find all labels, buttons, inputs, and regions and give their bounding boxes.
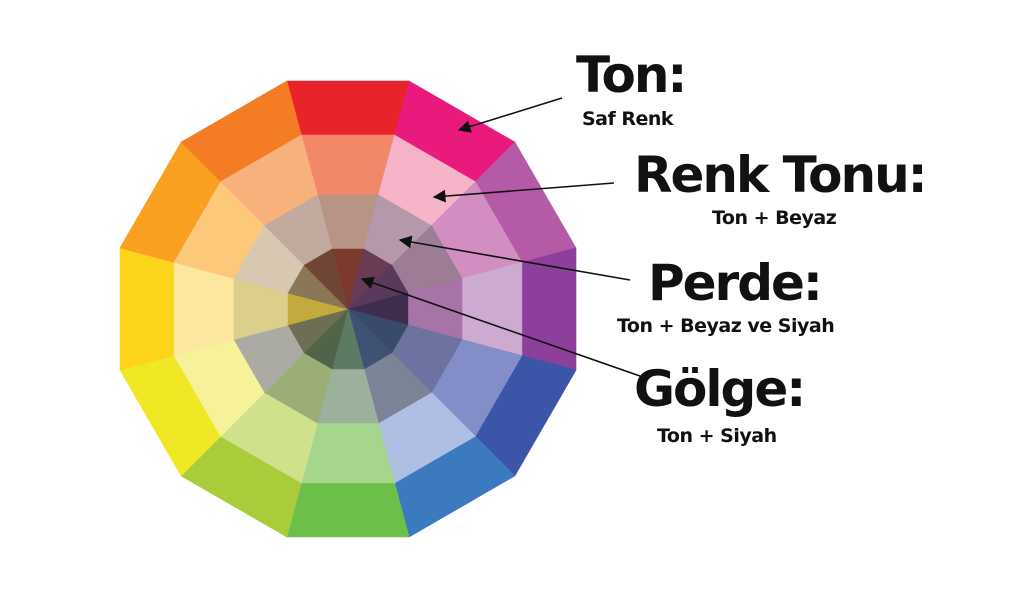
- label-perde-title: Perde:: [648, 254, 823, 312]
- label-renk-tonu-title: Renk Tonu:: [634, 146, 928, 204]
- label-renk-tonu-subtitle: Ton + Beyaz: [712, 207, 837, 229]
- arrows: [360, 97, 641, 377]
- label-perde-subtitle: Ton + Beyaz ve Siyah: [617, 315, 835, 337]
- arrow-ton: [457, 97, 563, 133]
- label-golge-subtitle: Ton + Siyah: [657, 425, 777, 447]
- wheel-segments: [119, 80, 577, 538]
- label-ton-subtitle: Saf Renk: [582, 108, 674, 130]
- label-ton-title: Ton:: [576, 46, 687, 104]
- arrow-perde: [398, 235, 631, 281]
- label-golge-title: Gölge:: [634, 360, 806, 418]
- wheel-segment-pure-9: [119, 247, 175, 371]
- wheel-segment-pure-6: [286, 482, 410, 538]
- arrow-golge: [360, 276, 641, 377]
- wheel-segment-pure-0: [286, 80, 410, 136]
- arrow-renk-tonu: [432, 182, 615, 203]
- wheel-segment-shade-11: [303, 248, 349, 311]
